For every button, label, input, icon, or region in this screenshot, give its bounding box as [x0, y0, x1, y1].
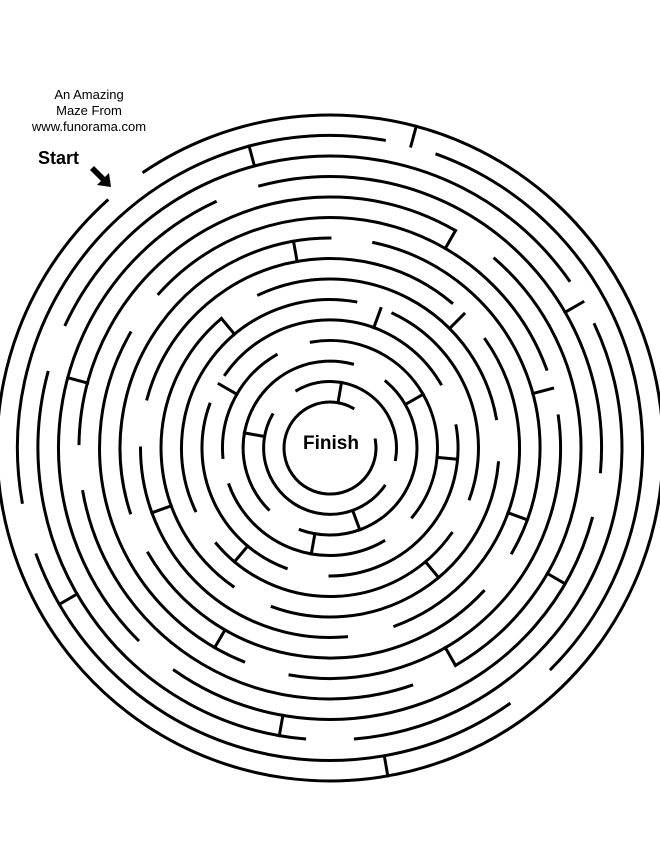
- credit-line-2: Maze From: [56, 103, 122, 118]
- maze-ring-wall: [81, 489, 414, 701]
- maze-spoke-wall: [443, 228, 458, 251]
- maze-ring-wall: [223, 318, 443, 387]
- maze-ring-wall: [453, 256, 583, 668]
- maze-ring-wall: [390, 311, 480, 501]
- maze-ring-wall: [262, 412, 387, 516]
- credit-line-1: An Amazing: [54, 87, 124, 102]
- maze-ring-wall: [227, 482, 386, 557]
- maze-ring-wall: [256, 277, 499, 421]
- maze-ring-wall: [288, 414, 562, 680]
- maze-ring-wall: [57, 199, 218, 643]
- maze-ring-wall: [36, 370, 307, 741]
- maze-ring-wall: [118, 236, 332, 515]
- maze-spoke-wall: [247, 144, 257, 168]
- maze-ring-wall: [138, 446, 349, 639]
- maze-spoke-wall: [435, 455, 460, 461]
- maze-spoke-wall: [219, 316, 237, 337]
- maze-spoke-wall: [545, 571, 568, 586]
- maze-spoke-wall: [336, 380, 344, 405]
- maze-spoke-wall: [242, 431, 267, 439]
- maze-spoke-wall: [212, 627, 228, 650]
- maze-spoke-wall: [563, 299, 585, 315]
- maze-spoke-wall: [382, 754, 390, 778]
- maze-spoke-wall: [403, 392, 426, 407]
- maze-ring-wall: [98, 330, 246, 664]
- maze-ring-wall: [257, 175, 604, 474]
- maze-ring-wall: [172, 516, 595, 721]
- maze-ring-wall: [241, 359, 355, 512]
- maze-ring-wall: [159, 316, 236, 589]
- maze-ring-wall: [434, 152, 645, 672]
- maze-ring-wall: [282, 400, 378, 496]
- start-label: Start: [38, 148, 80, 168]
- maze-spoke-wall: [423, 559, 441, 580]
- maze-spoke-wall: [65, 375, 90, 385]
- maze-spoke-wall: [506, 510, 530, 522]
- maze-spoke-wall: [149, 503, 174, 515]
- maze-spoke-wall: [350, 508, 362, 532]
- maze-spoke-wall: [277, 713, 285, 738]
- maze-ring-wall: [0, 113, 660, 783]
- maze-spoke-wall: [57, 591, 80, 607]
- maze-ring-wall: [146, 550, 486, 660]
- start-arrow-icon: [90, 166, 111, 187]
- maze-ring-wall: [371, 240, 542, 556]
- maze-ring-wall: [156, 216, 549, 372]
- maze-spoke-wall: [291, 239, 299, 264]
- maze-ring-wall: [77, 195, 458, 446]
- maze-ring-wall: [294, 380, 398, 462]
- maze-ring-wall: [392, 337, 521, 629]
- maze-ring-wall: [298, 379, 419, 537]
- maze-spoke-wall: [447, 311, 467, 331]
- maze-ring-wall: [145, 257, 454, 401]
- maze-ring-wall: [270, 461, 501, 619]
- maze-spoke-wall: [309, 531, 317, 556]
- maze-ring-wall: [328, 424, 460, 578]
- maze-spoke-wall: [371, 306, 383, 330]
- maze-spoke-wall: [232, 543, 250, 564]
- credit-line-3: www.funorama.com: [31, 119, 147, 134]
- maze-ring-wall: [63, 154, 572, 327]
- maze-credit: An Amazing Maze From www.funorama.com: [14, 87, 164, 135]
- maze-spoke-wall: [443, 645, 458, 668]
- maze-spoke-wall: [217, 381, 239, 397]
- finish-label: Finish: [303, 433, 359, 454]
- maze-ring-wall: [309, 338, 439, 520]
- maze-ring-wall: [180, 298, 358, 513]
- maze-spoke-wall: [530, 386, 555, 396]
- maze-spoke-wall: [409, 124, 419, 148]
- maze-ring-wall: [34, 552, 512, 763]
- maze-ring-wall: [220, 352, 279, 460]
- maze-ring-wall: [200, 402, 289, 571]
- maze-ring-wall: [15, 133, 387, 505]
- maze-ring-wall: [353, 322, 624, 741]
- maze-walls: [0, 113, 660, 783]
